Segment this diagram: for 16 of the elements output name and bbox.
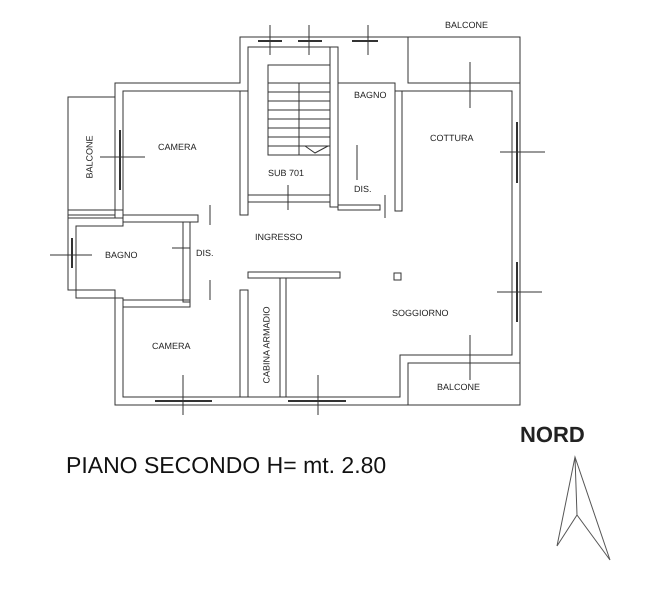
- room-label: CABINA ARMADIO: [262, 306, 272, 384]
- room-label: DIS.: [196, 248, 214, 258]
- north-label: NORD: [520, 423, 585, 447]
- room-label: BALCONE: [84, 136, 94, 178]
- room-label: DIS.: [354, 184, 372, 194]
- room-label: BAGNO: [354, 90, 387, 100]
- plan-caption: PIANO SECONDO H= mt. 2.80: [66, 452, 386, 478]
- room-label: INGRESSO: [255, 232, 303, 242]
- room-label: BAGNO: [105, 250, 138, 260]
- room-label: SUB 701: [268, 168, 304, 178]
- room-label: BALCONE: [445, 20, 488, 30]
- room-label: COTTURA: [430, 133, 474, 143]
- room-label: BALCONE: [437, 382, 480, 392]
- room-label: SOGGIORNO: [392, 308, 449, 318]
- room-label: CAMERA: [158, 142, 197, 152]
- room-label: CAMERA: [152, 341, 191, 351]
